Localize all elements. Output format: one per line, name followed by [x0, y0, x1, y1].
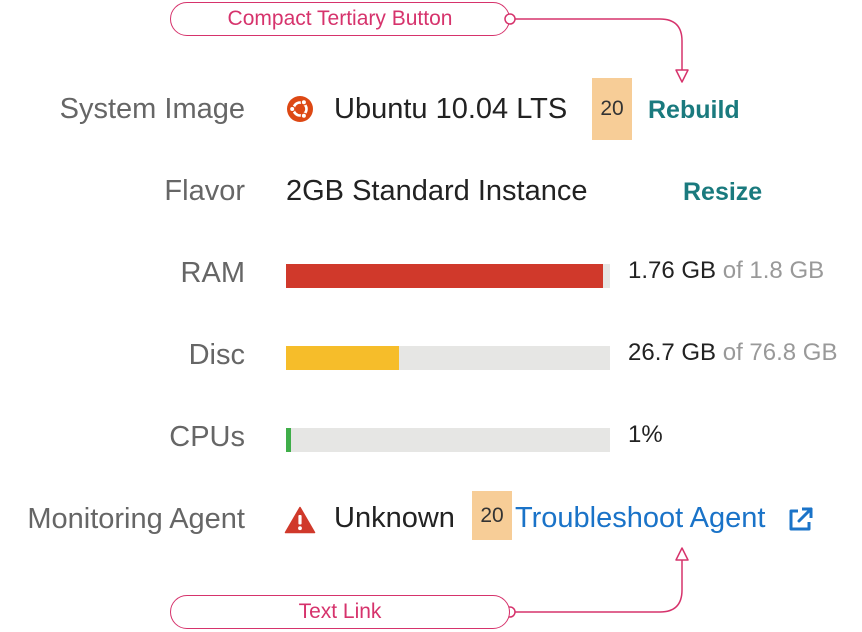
ram-label: RAM	[180, 257, 245, 289]
disc-used: 26.7 GB	[628, 339, 717, 366]
cpu-usage-text: 1%	[628, 420, 663, 450]
annotation-label: Text Link	[298, 600, 382, 623]
system-image-value: Ubuntu 10.04 LTS	[334, 93, 568, 125]
spacing-badge: 20	[592, 78, 632, 140]
flavor-value: 2GB Standard Instance	[286, 175, 588, 207]
ram-total: of 1.8 GB	[722, 257, 825, 284]
cpus-label: CPUs	[169, 421, 245, 453]
annotation-text-link: Text Link	[170, 595, 510, 629]
cpu-used: 1%	[628, 421, 663, 448]
rebuild-button[interactable]: Rebuild	[648, 96, 740, 124]
ram-usage-fill	[286, 264, 603, 288]
cpu-usage-bar	[286, 428, 610, 452]
annotation-label: Compact Tertiary Button	[227, 7, 453, 30]
troubleshoot-agent-link-label[interactable]: Troubleshoot Agent	[515, 502, 766, 534]
disc-usage-bar	[286, 346, 610, 370]
troubleshoot-agent-link[interactable]: Troubleshoot Agent	[515, 501, 765, 535]
external-link-icon[interactable]	[786, 506, 814, 534]
disc-total: of 76.8 GB	[722, 339, 838, 366]
ubuntu-logo-icon	[286, 95, 314, 123]
monitoring-agent-label: Monitoring Agent	[27, 503, 245, 535]
flavor-label: Flavor	[164, 175, 245, 207]
monitoring-status-value: Unknown	[334, 502, 455, 534]
disc-label: Disc	[188, 339, 245, 371]
ram-usage-text: 1.76 GB of 1.8 GB	[628, 256, 824, 286]
disc-usage-fill	[286, 346, 399, 370]
warning-icon	[284, 506, 316, 534]
cpu-usage-fill	[286, 428, 291, 452]
ram-used: 1.76 GB	[628, 257, 717, 284]
disc-usage-text: 26.7 GB of 76.8 GB	[628, 338, 837, 368]
ram-usage-bar	[286, 264, 610, 288]
resize-button[interactable]: Resize	[683, 178, 763, 206]
system-image-label: System Image	[59, 93, 245, 125]
annotation-compact-tertiary-button: Compact Tertiary Button	[170, 2, 510, 36]
spacing-badge: 20	[472, 491, 512, 540]
